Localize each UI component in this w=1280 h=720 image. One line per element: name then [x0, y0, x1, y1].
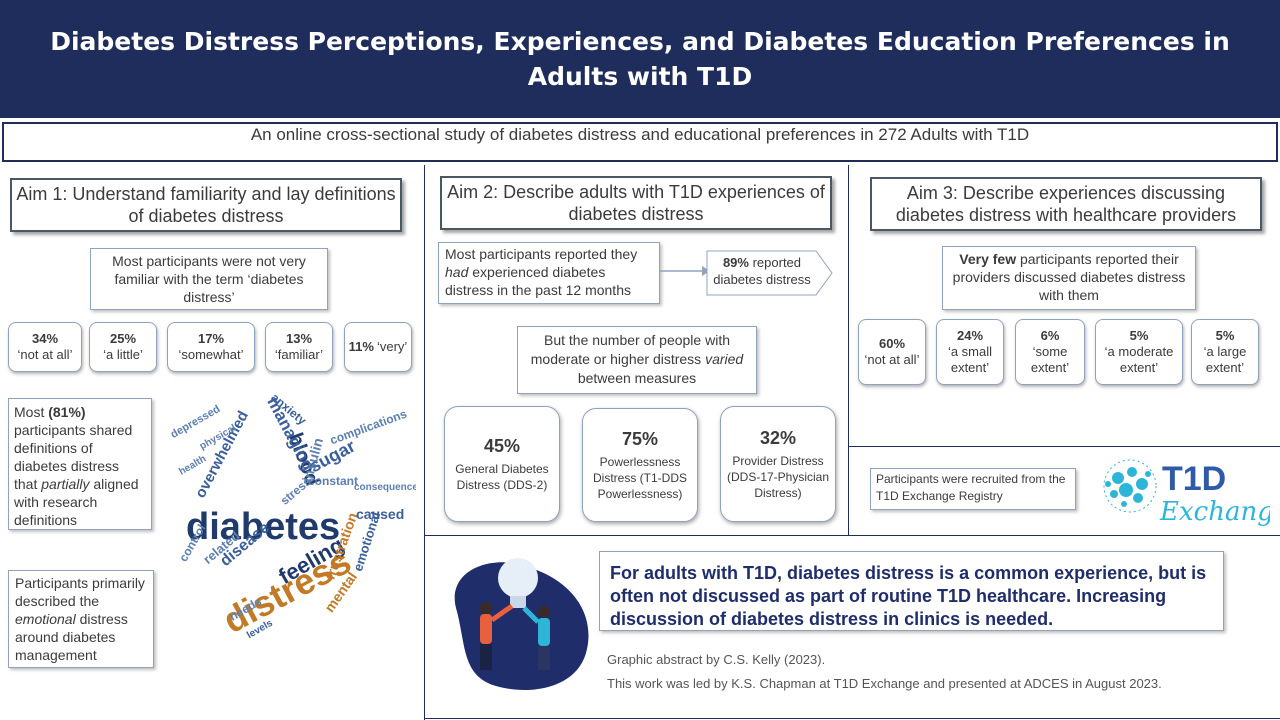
stat-label: ‘a little’ — [103, 347, 143, 362]
stat-label: ‘a small extent’ — [947, 344, 993, 375]
divider-bottom — [424, 535, 1280, 536]
stat-percent: 11% — [348, 339, 374, 354]
aim1-stat: 34%‘not at all’ — [8, 322, 82, 372]
stat-label: ‘a large extent’ — [1203, 344, 1247, 375]
stat-label: ‘very’ — [376, 339, 408, 354]
cloud-word: stress — [277, 474, 314, 508]
aim3-providers: Very few participants reported their pro… — [942, 246, 1196, 310]
measure-label: General Diabetes Distress (DDS-2) — [455, 461, 549, 492]
reported-chevron — [706, 250, 833, 296]
arrow-icon — [660, 266, 710, 276]
stat-percent: 5% — [1215, 328, 1235, 343]
aim1-definitions: Most (81%) participants shared definitio… — [8, 398, 152, 530]
aim1-title: Aim 1: Understand familiarity and lay de… — [10, 178, 402, 232]
stat-label: ‘not at all’ — [864, 352, 920, 367]
stat-label: ‘a moderate extent’ — [1104, 344, 1174, 375]
stat-percent: 5% — [1129, 328, 1149, 343]
cloud-word: consequences — [354, 482, 416, 493]
measure-percent: 75% — [621, 428, 659, 449]
aim2-title: Aim 2: Describe adults with T1D experien… — [440, 176, 832, 230]
aim3-stat: 5%‘a moderate extent’ — [1095, 319, 1183, 385]
stat-percent: 6% — [1040, 328, 1060, 343]
aim1-stat: 11%‘very’ — [344, 322, 412, 372]
stat-percent: 24% — [956, 328, 984, 343]
study-subtitle: An online cross-sectional study of diabe… — [2, 122, 1278, 162]
reported-text: 89% reported diabetes distress — [713, 255, 811, 287]
divider-aim2 — [848, 165, 849, 535]
aim3-stat: 60%‘not at all’ — [858, 319, 926, 385]
stat-percent: 25% — [109, 331, 137, 346]
stat-percent: 13% — [285, 331, 313, 346]
aim1-emotional: Participants primarily described the emo… — [8, 570, 154, 668]
cloud-word: complications — [328, 406, 409, 448]
measure-label: Powerlessness Distress (T1-DDS Powerless… — [592, 454, 687, 501]
measure-card: 45% General Diabetes Distress (DDS-2) — [444, 406, 560, 522]
recruitment-text: Participants were recruited from the T1D… — [870, 468, 1076, 510]
aim3-stat: 24%‘a small extent’ — [936, 319, 1004, 385]
stat-label: ‘somewhat’ — [178, 347, 244, 362]
aim2-experienced: Most participants reported they had expe… — [438, 242, 660, 304]
credit-graphic: Graphic abstract by C.S. Kelly (2023). — [607, 652, 826, 667]
divider-footer — [424, 718, 1280, 719]
credit-work: This work was led by K.S. Chapman at T1D… — [607, 676, 1162, 691]
t1d-exchange-logo: T1D Exchange — [1103, 459, 1270, 527]
cloud-word: constant — [308, 474, 359, 488]
measure-card: 32% Provider Distress (DDS-17-Physician D… — [720, 406, 836, 522]
stat-percent: 17% — [197, 331, 225, 346]
stat-percent: 60% — [878, 336, 906, 351]
stat-label: ‘not at all’ — [17, 347, 73, 362]
page-title: Diabetes Distress Perceptions, Experienc… — [0, 0, 1280, 118]
aim3-stat: 6%‘some extent’ — [1015, 319, 1085, 385]
lightbulb-illustration — [454, 558, 589, 690]
aim3-stat: 5%‘a large extent’ — [1191, 319, 1259, 385]
measure-card: 75% Powerlessness Distress (T1-DDS Powerl… — [582, 408, 698, 522]
cloud-word: caused — [356, 506, 405, 522]
aim1-stat: 25%‘a little’ — [89, 322, 157, 372]
aim3-title: Aim 3: Describe experiences discussing d… — [870, 177, 1262, 231]
svg-text:T1D: T1D — [1162, 460, 1226, 498]
conclusion-box: For adults with T1D, diabetes distress i… — [599, 551, 1224, 631]
measure-label: Provider Distress (DDS-17-Physician Dist… — [726, 453, 830, 500]
stat-label: ‘familiar’ — [274, 347, 324, 362]
divider-aim3 — [848, 446, 1280, 447]
svg-text:Exchange: Exchange — [1159, 497, 1270, 527]
stat-label: ‘some extent’ — [1030, 344, 1070, 375]
aim2-varied: But the number of people with moderate o… — [517, 326, 757, 394]
measure-percent: 45% — [483, 435, 521, 456]
measure-percent: 32% — [759, 427, 797, 448]
aim1-stat: 13%‘familiar’ — [265, 322, 333, 372]
divider-aim1 — [424, 165, 425, 720]
aim1-stat: 17%‘somewhat’ — [167, 322, 255, 372]
aim1-familiarity-text: Most participants were not very familiar… — [90, 248, 328, 310]
cloud-word: diabetes — [186, 506, 341, 548]
stat-percent: 34% — [31, 331, 59, 346]
